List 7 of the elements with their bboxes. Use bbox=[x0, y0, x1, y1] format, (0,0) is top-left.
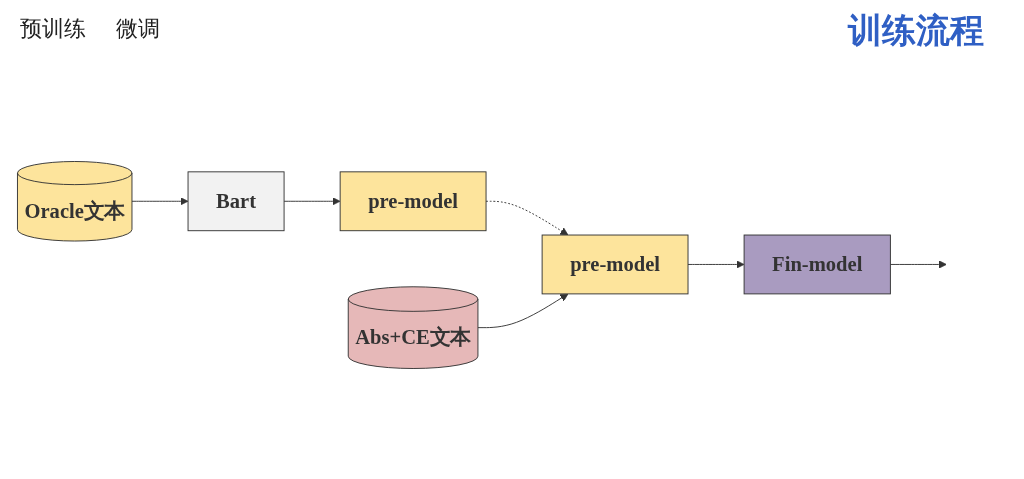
stage-label: 预训练 bbox=[20, 16, 86, 41]
stage-label: 微调 bbox=[116, 16, 160, 41]
node-box: Bart bbox=[187, 171, 285, 232]
node-box: Fin-model bbox=[743, 234, 891, 295]
title: 训练流程 bbox=[848, 9, 984, 52]
node-box: pre-model bbox=[339, 171, 487, 232]
node-box: pre-model bbox=[541, 234, 689, 295]
